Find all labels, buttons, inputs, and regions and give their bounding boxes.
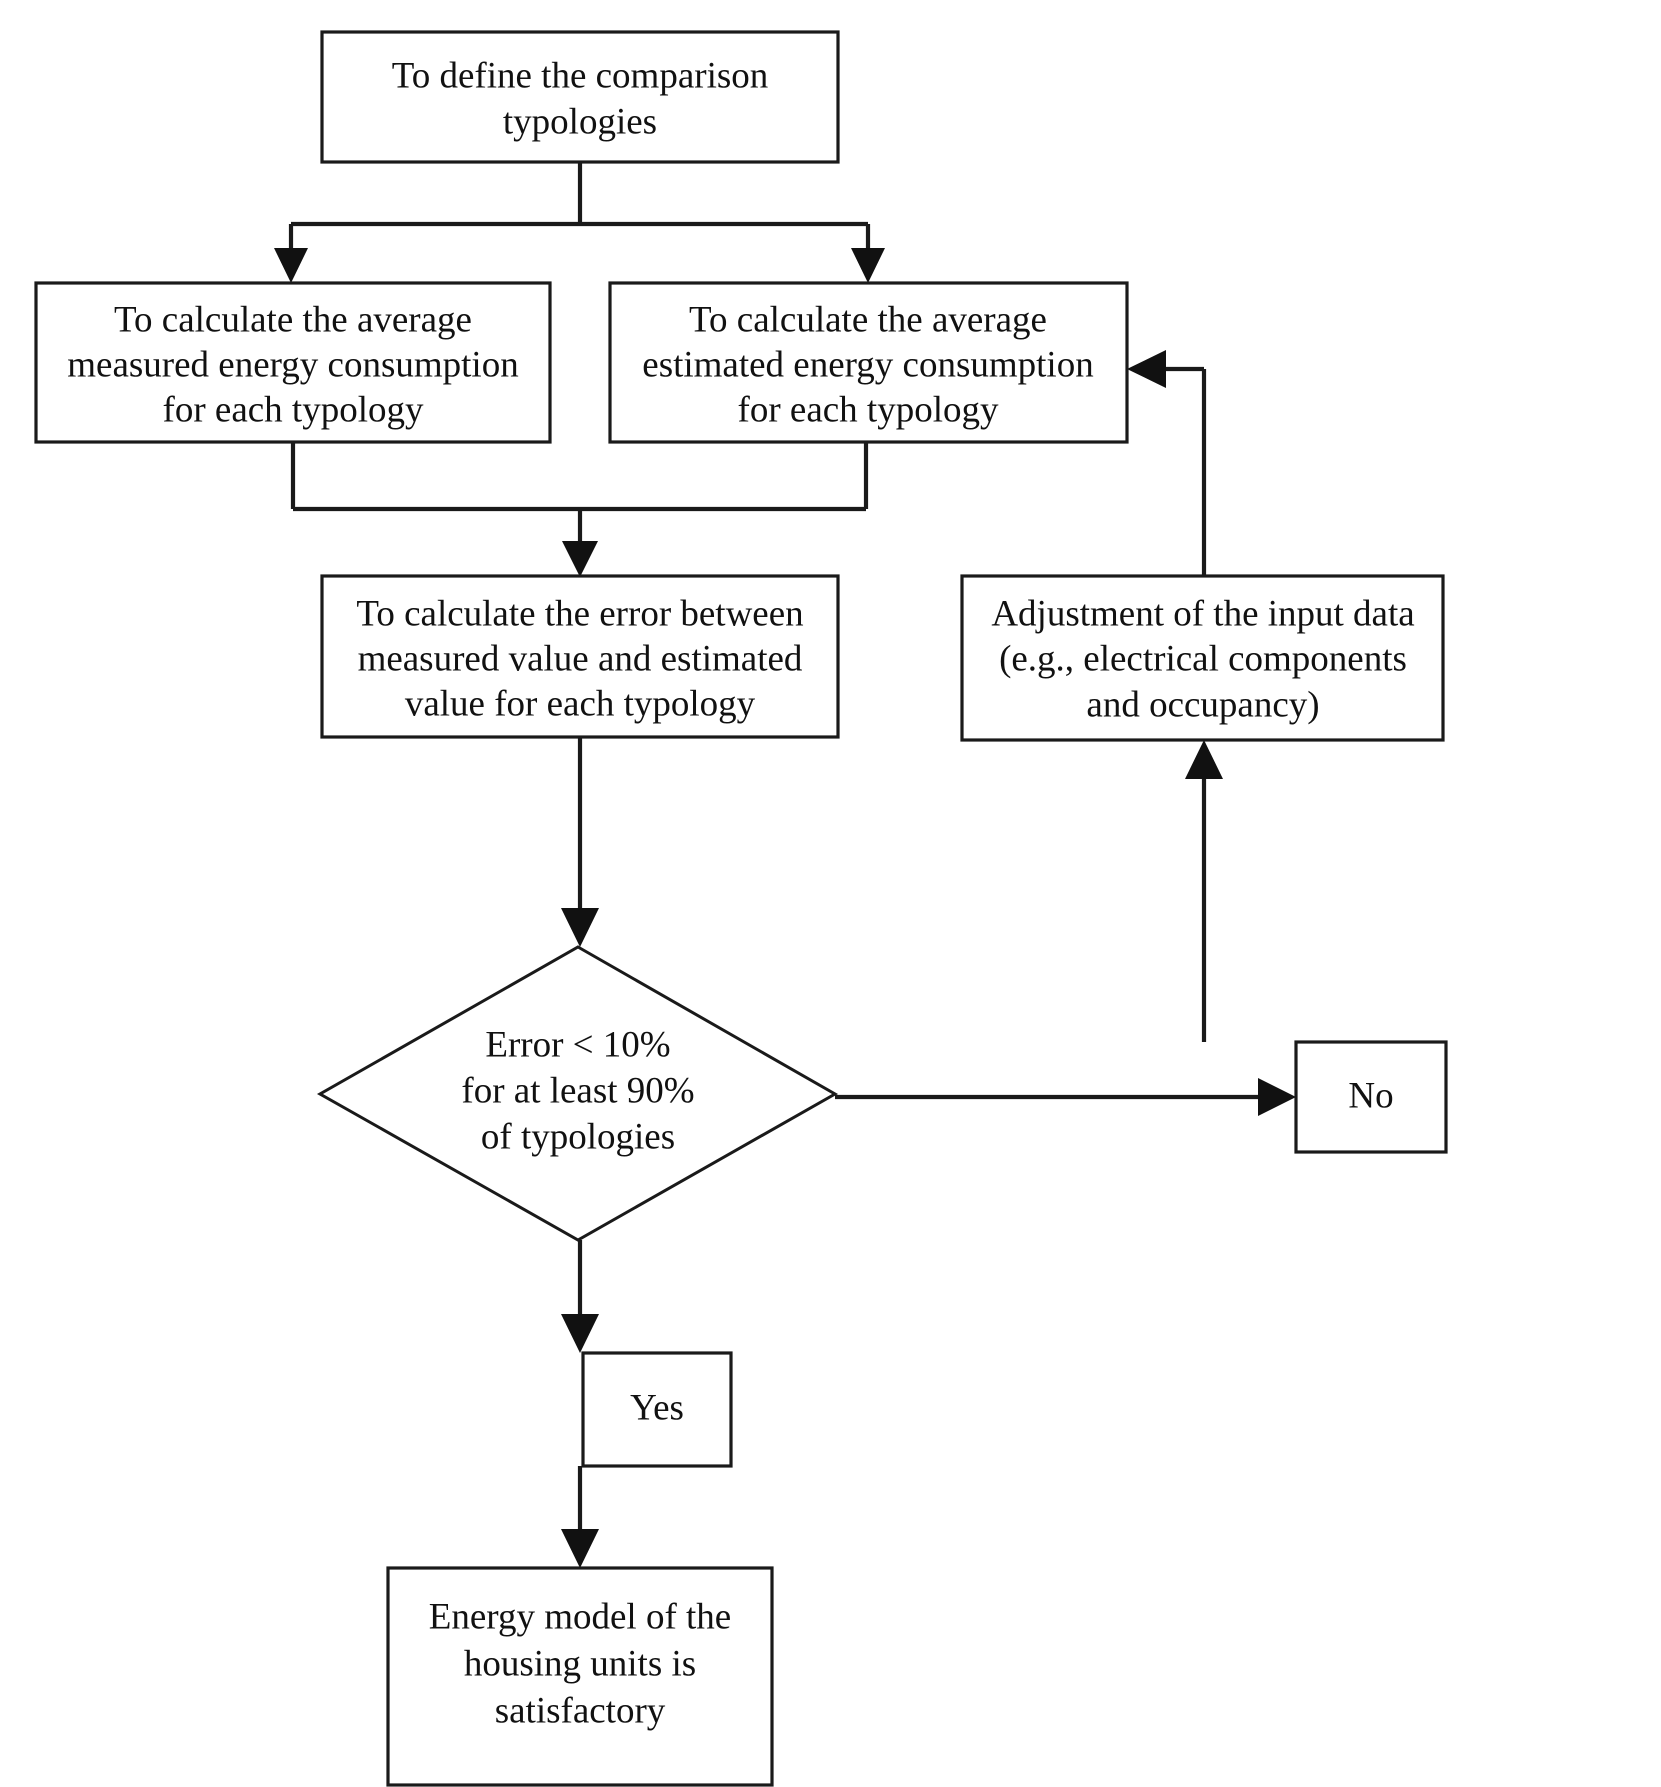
node-decision-line-1: Error < 10%: [485, 1024, 670, 1065]
node-calc-error-line-3: value for each typology: [405, 683, 756, 724]
edge-decision-to-no: [835, 1078, 1296, 1116]
node-result-line-3: satisfactory: [495, 1690, 666, 1731]
edge-decision-to-yes: [561, 1240, 599, 1353]
node-branch-yes-label: Yes: [630, 1387, 684, 1428]
node-branch-no-label: No: [1348, 1075, 1393, 1116]
edge-yes-to-result: [561, 1466, 599, 1568]
node-avg-measured-box: [34, 281, 552, 444]
node-avg-estimated-line-3: for each typology: [738, 389, 999, 430]
edge-adjustment-to-avg-estimated: [1127, 350, 1207, 576]
node-calc-error-box: [320, 574, 840, 739]
node-result-line-2: housing units is: [464, 1643, 696, 1684]
node-adjustment-line-3: and occupancy): [1086, 684, 1319, 725]
node-adjustment-line-1: Adjustment of the input data: [991, 593, 1414, 634]
node-branch-yes-box: [581, 1351, 733, 1468]
node-define-typologies[interactable]: To define the comparison typologies: [320, 30, 840, 164]
edge-no-to-adjustment: [1185, 740, 1223, 1042]
node-avg-measured-line-3: for each typology: [163, 389, 424, 430]
node-avg-estimated-line-2: estimated energy consumption: [642, 344, 1093, 385]
node-decision[interactable]: Error < 10% for at least 90% of typologi…: [316, 945, 839, 1242]
node-adjustment-line-2: (e.g., electrical components: [999, 638, 1407, 679]
node-define-typologies-line-1: To define the comparison: [392, 55, 769, 96]
node-decision-line-3: of typologies: [481, 1116, 675, 1157]
node-avg-measured[interactable]: To calculate the average measured energy…: [34, 281, 552, 444]
edge-averages-to-calc-error: [290, 442, 869, 577]
node-calc-error-line-2: measured value and estimated: [358, 638, 803, 679]
node-branch-yes[interactable]: Yes: [581, 1351, 733, 1468]
node-calc-error[interactable]: To calculate the error between measured …: [320, 574, 840, 739]
node-define-typologies-box: [320, 30, 840, 164]
node-result-line-1: Energy model of the: [429, 1596, 731, 1637]
node-avg-measured-line-1: To calculate the average: [114, 299, 472, 340]
node-branch-no[interactable]: No: [1294, 1040, 1448, 1154]
node-calc-error-line-1: To calculate the error between: [356, 593, 803, 634]
node-branch-no-box: [1294, 1040, 1448, 1154]
node-result[interactable]: Energy model of the housing units is sat…: [386, 1566, 774, 1787]
node-avg-measured-line-2: measured energy consumption: [67, 344, 518, 385]
edge-define-to-split: [274, 162, 885, 283]
node-adjustment-box: [960, 574, 1445, 742]
node-decision-diamond: [316, 945, 839, 1242]
node-avg-estimated[interactable]: To calculate the average estimated energ…: [608, 281, 1129, 444]
node-decision-line-2: for at least 90%: [461, 1070, 694, 1111]
node-avg-estimated-box: [608, 281, 1129, 444]
node-define-typologies-line-2: typologies: [503, 101, 657, 142]
edge-calc-error-to-decision: [561, 737, 599, 947]
node-result-box: [386, 1566, 774, 1787]
node-avg-estimated-line-1: To calculate the average: [689, 299, 1047, 340]
node-adjustment[interactable]: Adjustment of the input data (e.g., elec…: [960, 574, 1445, 742]
